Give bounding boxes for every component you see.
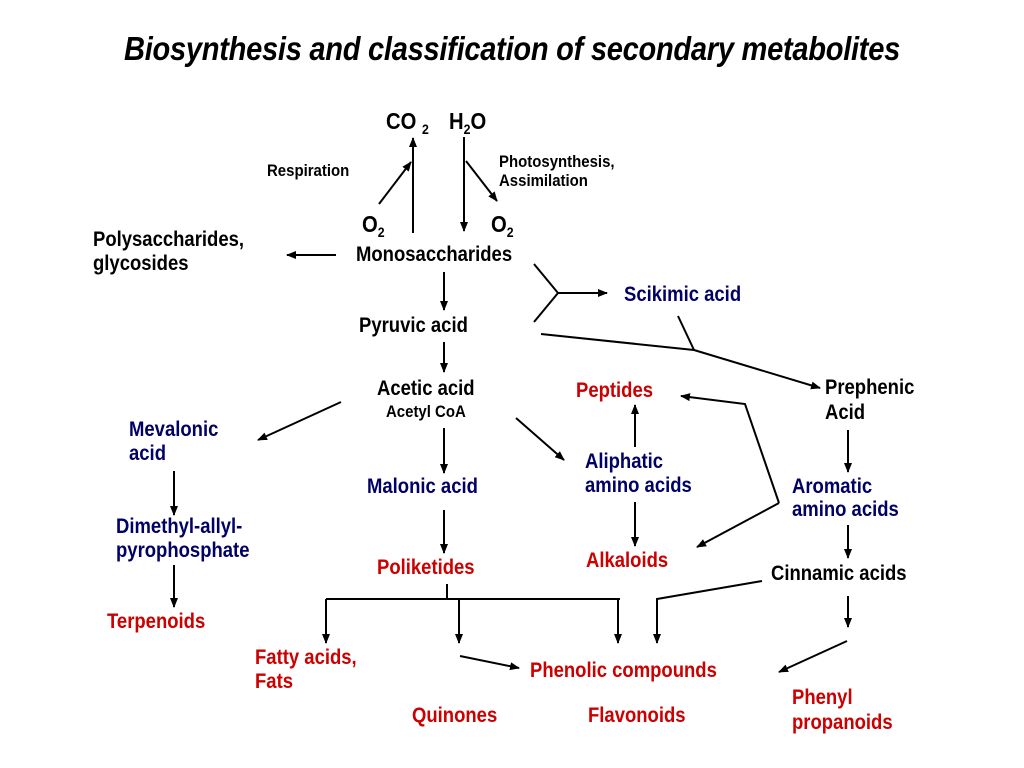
label-photosynthesis-2: Assimilation [499, 171, 588, 190]
h2o-sub: 2 [463, 121, 471, 137]
node-terpenoids: Terpenoids [107, 610, 206, 633]
o2-right-sub: 2 [506, 224, 514, 240]
node-malonic-acid: Malonic acid [367, 475, 478, 498]
node-pyruvic-acid: Pyruvic acid [359, 314, 468, 337]
h2o-pre: H [449, 108, 464, 134]
arrow-cinnamic-to-phenolic [653, 580, 763, 644]
node-acetic-acid: Acetic acid [377, 377, 475, 400]
o2-left-text: O [362, 211, 378, 237]
diagram-title: Biosynthesis and classification of secon… [124, 30, 900, 67]
o2-left-sub: 2 [377, 224, 385, 240]
node-phenolic-compounds: Phenolic compounds [530, 659, 717, 682]
node-phenyl-1: Phenyl [792, 686, 853, 709]
node-mevalonic-2: acid [129, 442, 166, 465]
node-aromatic-1: Aromatic [792, 475, 873, 498]
node-h2o: H2O [449, 108, 487, 137]
node-polysaccharides-1: Polysaccharides, [93, 228, 245, 251]
node-dimethyl-2: pyrophosphate [116, 539, 250, 562]
node-alkaloids: Alkaloids [586, 549, 669, 572]
node-polysaccharides-2: glycosides [93, 252, 189, 275]
line-pyruvic-to-junction [540, 333, 695, 351]
arrow-o2-respiration [378, 161, 412, 205]
line-aromatic-to-peptides [680, 393, 780, 504]
node-aliphatic-2: amino acids [585, 474, 692, 497]
node-monosaccharides: Monosaccharides [356, 243, 513, 266]
co2-sub: 2 [421, 121, 429, 137]
o2-right-text: O [491, 211, 507, 237]
co2-text: CO [386, 108, 417, 134]
h2o-post: O [470, 108, 487, 134]
node-poliketides: Poliketides [377, 556, 475, 579]
node-fatty-acids-2: Fats [255, 670, 294, 693]
label-photosynthesis-1: Photosynthesis, [499, 152, 615, 171]
arrow-to-phenolic-from-phenyl [778, 640, 848, 673]
node-aliphatic-1: Aliphatic [585, 450, 664, 473]
node-scikimic-acid: Scikimic acid [624, 283, 742, 306]
arrow-acetic-to-mevalonic [257, 401, 342, 441]
node-phenyl-2: propanoids [792, 711, 893, 734]
node-prephenic-2: Acid [825, 401, 866, 424]
node-flavonoids: Flavonoids [588, 704, 686, 727]
node-aromatic-2: amino acids [792, 498, 899, 521]
arrow-acetic-to-aliphatic [515, 417, 565, 461]
node-co2: CO 2 [386, 108, 429, 137]
node-mevalonic-1: Mevalonic [129, 418, 219, 441]
node-o2-right: O2 [491, 211, 514, 240]
arrow-junction-to-prephenic [693, 349, 821, 390]
node-acetyl-coa: Acetyl CoA [386, 402, 466, 421]
node-peptides: Peptides [576, 379, 654, 402]
node-dimethyl-1: Dimethyl-allyl- [116, 515, 243, 538]
label-respiration: Respiration [267, 161, 350, 180]
arrow-quinones-to-phenolic [459, 655, 520, 671]
fork-to-scikimic [533, 263, 560, 323]
node-o2-left: O2 [362, 211, 385, 240]
line-scikimic-to-junction [677, 315, 695, 351]
node-quinones: Quinones [412, 704, 498, 727]
node-prephenic-1: Prephenic [825, 376, 915, 399]
arrow-photosynthesis-o2 [465, 160, 498, 202]
node-cinnamic-acids: Cinnamic acids [771, 562, 907, 585]
node-fatty-acids-1: Fatty acids, [255, 646, 357, 669]
arrow-aromatic-to-alkaloids [696, 502, 780, 548]
